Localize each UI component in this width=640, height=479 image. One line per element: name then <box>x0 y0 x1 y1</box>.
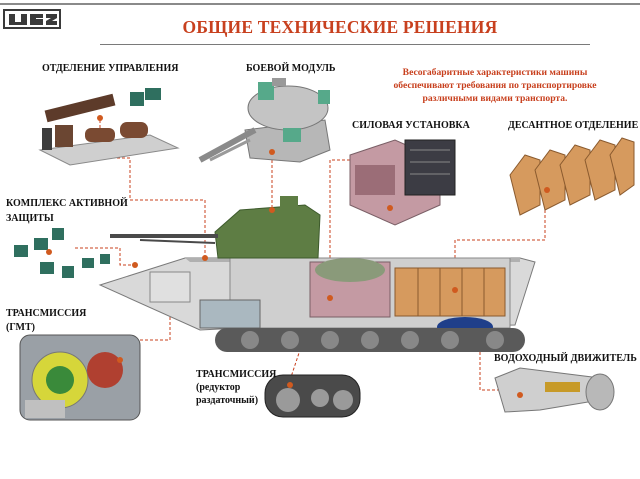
power-plant-illustration <box>349 139 456 226</box>
label-active-protection-line1: КОМПЛЕКС АКТИВНОЙ <box>6 198 128 209</box>
label-transfer-line3: раздаточный) <box>196 395 259 406</box>
note-line: Весогабаритные характеристики машины <box>402 67 588 78</box>
label-transfer-line1: ТРАНСМИССИЯ <box>196 369 277 380</box>
note-line: различными видами транспорта. <box>422 93 568 104</box>
active-protection-illustration <box>14 228 110 278</box>
vehicle-hull <box>98 196 536 352</box>
control-compartment-illustration <box>38 88 180 166</box>
label-combat-module: БОЕВОЙ МОДУЛЬ <box>246 63 336 74</box>
uvz-logo-icon <box>3 9 61 29</box>
label-transfer-line2: (редуктор <box>196 382 241 393</box>
label-water-jet: ВОДОХОДНЫЙ ДВИЖИТЕЛЬ <box>494 353 637 364</box>
label-transmission-line2: (ГМТ) <box>6 322 35 333</box>
combat-module-illustration <box>198 78 331 163</box>
note-line: обеспечивают требования по транспортиров… <box>393 80 597 91</box>
gmt-transmission-illustration <box>19 334 141 421</box>
transfer-gearbox-illustration <box>264 374 361 418</box>
label-transmission-line1: ТРАНСМИССИЯ <box>6 308 87 319</box>
troop-seats-illustration <box>509 137 635 216</box>
transport-note: Весогабаритные характеристики машины обе… <box>370 66 620 105</box>
title-underline <box>100 44 590 45</box>
label-control-compartment: ОТДЕЛЕНИЕ УПРАВЛЕНИЯ <box>42 63 179 74</box>
label-active-protection-line2: ЗАЩИТЫ <box>6 213 54 224</box>
label-troop-compartment: ДЕСАНТНОЕ ОТДЕЛЕНИЕ <box>508 120 639 131</box>
page-title: ОБЩИЕ ТЕХНИЧЕСКИЕ РЕШЕНИЯ <box>182 17 498 37</box>
top-rule <box>0 3 640 5</box>
water-jet-illustration <box>494 367 615 413</box>
label-power-plant: СИЛОВАЯ УСТАНОВКА <box>352 120 470 131</box>
